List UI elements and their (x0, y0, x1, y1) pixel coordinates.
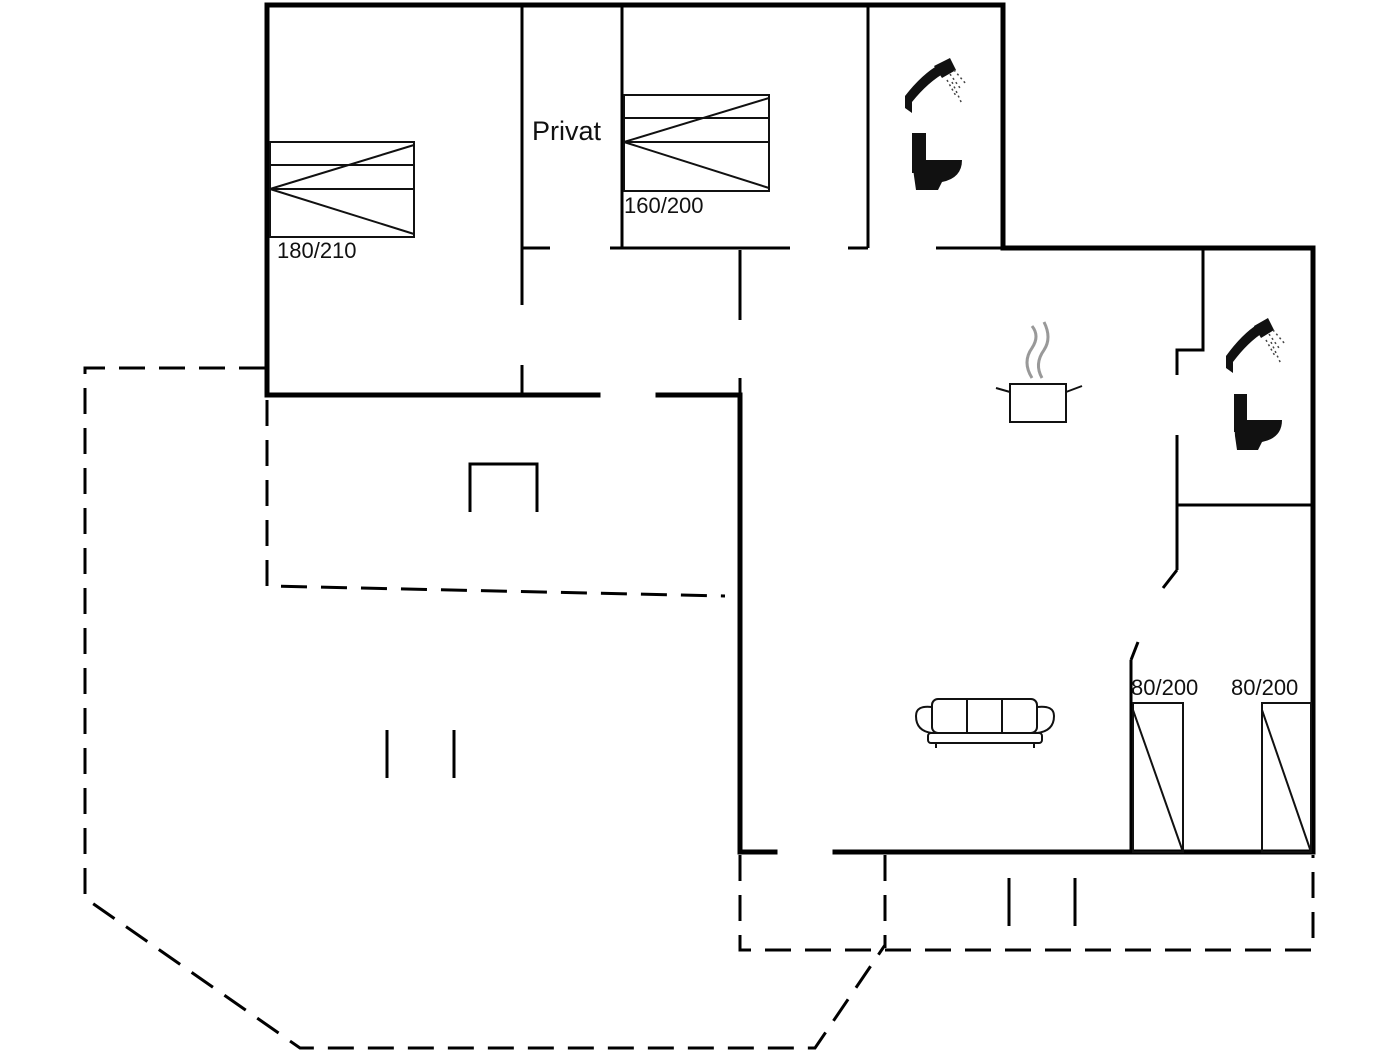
shower-icon (905, 58, 967, 113)
bed-icon (623, 94, 770, 192)
toilet-icon (912, 133, 962, 190)
bed-icon (269, 141, 415, 238)
interior-walls (520, 5, 1313, 852)
room-label-private: Privat (532, 116, 602, 146)
bed-icon (1132, 702, 1184, 853)
terrace-markers (385, 730, 1077, 926)
bed-size-label: 80/200 (1231, 675, 1298, 700)
bed-size-label: 180/210 (277, 238, 357, 263)
bed-size-label: 160/200 (624, 193, 704, 218)
exterior-walls (264, 2, 1316, 855)
toilet-icon (1234, 394, 1282, 450)
cooking-pot-icon (995, 321, 1083, 423)
bed-icon (1261, 702, 1312, 853)
sofa-icon (914, 698, 1056, 748)
terrace-outlines (83, 366, 1315, 1050)
bed-size-label: 80/200 (1131, 675, 1198, 700)
fireplace-icon (468, 462, 539, 512)
shower-icon (1226, 318, 1286, 373)
